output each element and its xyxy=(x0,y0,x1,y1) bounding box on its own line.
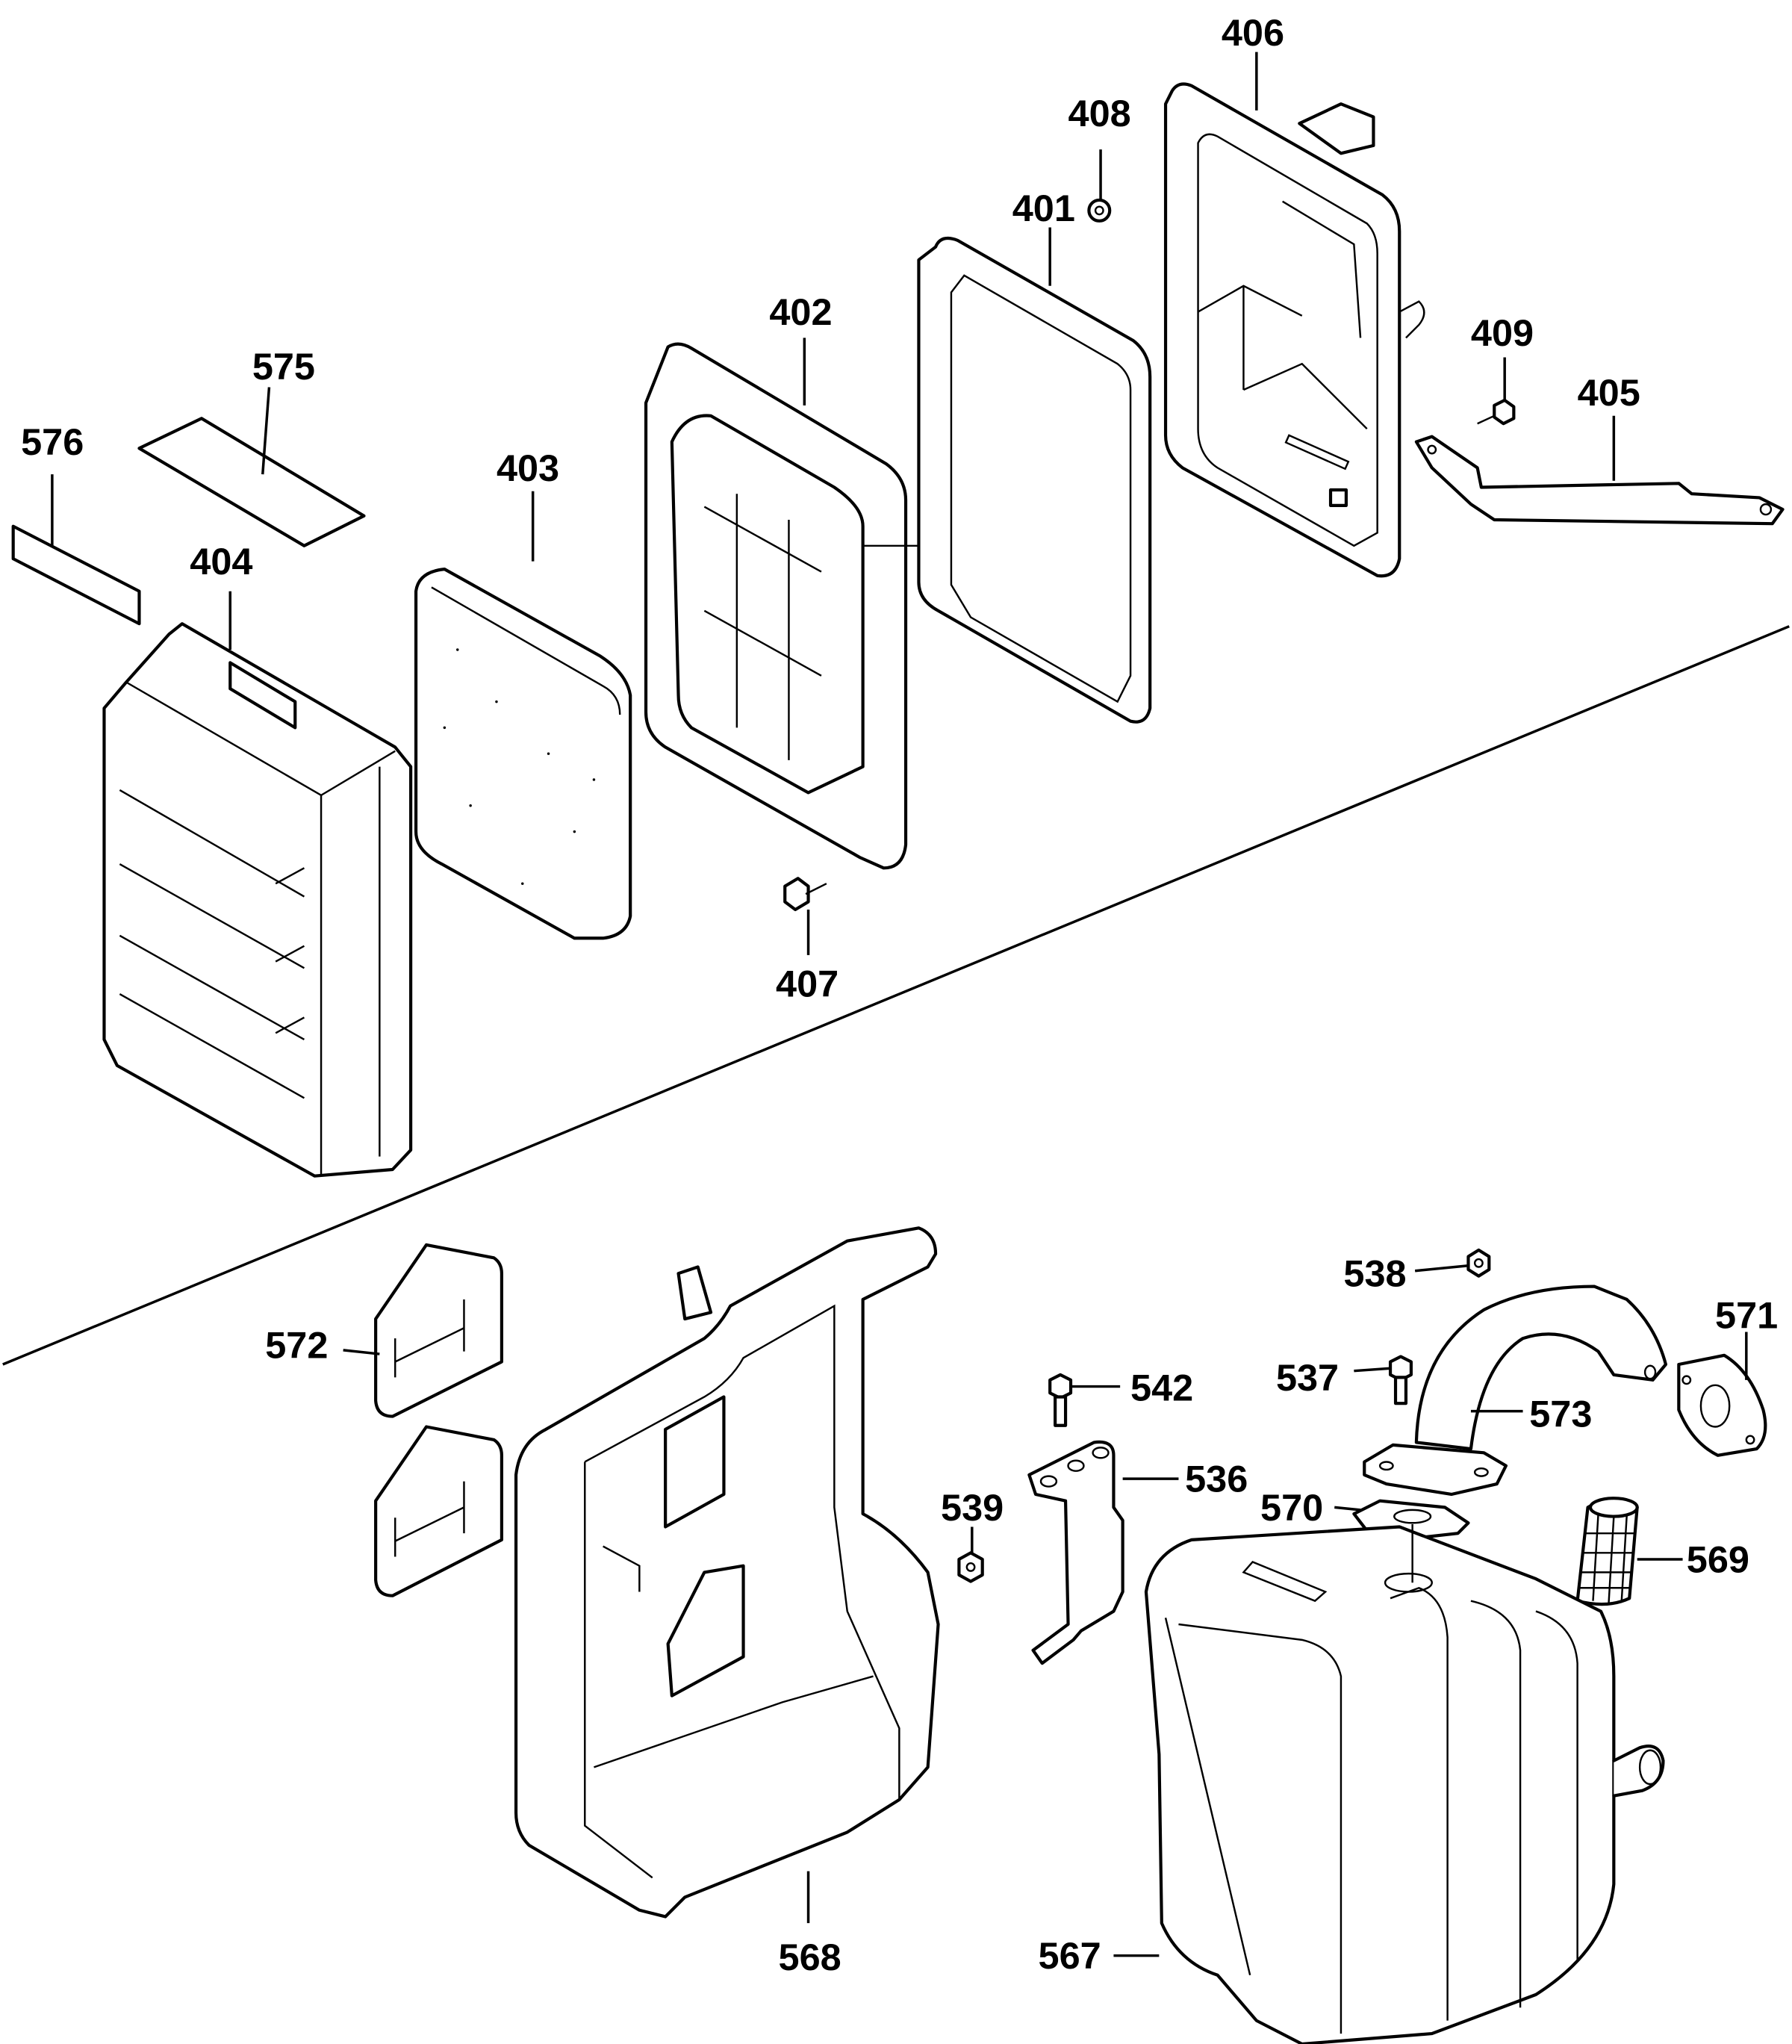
part-409-bolt[interactable] xyxy=(1477,398,1516,426)
label-575[interactable]: 575 xyxy=(252,345,315,388)
label-570[interactable]: 570 xyxy=(1260,1486,1323,1529)
label-404[interactable]: 404 xyxy=(190,540,252,583)
label-538[interactable]: 538 xyxy=(1343,1252,1406,1295)
label-576[interactable]: 576 xyxy=(21,420,84,463)
label-403[interactable]: 403 xyxy=(497,447,559,489)
leader-537 xyxy=(1354,1367,1391,1373)
label-408[interactable]: 408 xyxy=(1068,92,1131,134)
label-409[interactable]: 409 xyxy=(1471,311,1534,354)
part-403-foam-filter[interactable] xyxy=(414,568,632,940)
part-537-bolt[interactable] xyxy=(1388,1355,1413,1405)
section-divider-line xyxy=(2,625,1790,1366)
part-402-filter-frame[interactable] xyxy=(644,342,919,870)
part-538-nut[interactable] xyxy=(1466,1248,1491,1278)
part-576-sticker[interactable] xyxy=(11,524,141,626)
part-401-gasket[interactable] xyxy=(917,236,1152,724)
part-539-nut[interactable] xyxy=(957,1551,984,1583)
part-536-muffler-bracket[interactable] xyxy=(1027,1440,1124,1665)
part-542-bolt[interactable] xyxy=(1048,1373,1073,1427)
part-404-air-cleaner-cover[interactable] xyxy=(102,622,413,1178)
part-573-exhaust-pipe[interactable] xyxy=(1363,1285,1668,1497)
part-405-bracket[interactable] xyxy=(1414,435,1785,526)
part-567-muffler[interactable] xyxy=(1144,1524,1665,2044)
label-401[interactable]: 401 xyxy=(1012,187,1075,229)
leader-538 xyxy=(1414,1264,1469,1273)
label-536[interactable]: 536 xyxy=(1185,1458,1248,1500)
part-569-spark-arrester-screen[interactable] xyxy=(1575,1497,1639,1606)
part-572-heat-shield-plate[interactable] xyxy=(374,1243,504,1597)
label-567[interactable]: 567 xyxy=(1039,1934,1101,1977)
leader-575 xyxy=(261,387,271,475)
part-575-sticker[interactable] xyxy=(137,417,366,547)
label-405[interactable]: 405 xyxy=(1578,371,1640,414)
part-407-bolt[interactable] xyxy=(783,877,827,912)
label-571[interactable]: 571 xyxy=(1715,1293,1778,1336)
leader-570 xyxy=(1334,1506,1361,1512)
label-572[interactable]: 572 xyxy=(265,1323,328,1366)
part-408-nut[interactable] xyxy=(1087,198,1112,223)
label-406[interactable]: 406 xyxy=(1222,11,1284,54)
label-569[interactable]: 569 xyxy=(1687,1538,1749,1580)
label-539[interactable]: 539 xyxy=(941,1486,1004,1529)
label-402[interactable]: 402 xyxy=(769,291,832,333)
label-542[interactable]: 542 xyxy=(1130,1367,1193,1409)
label-537[interactable]: 537 xyxy=(1276,1356,1339,1399)
label-573[interactable]: 573 xyxy=(1529,1393,1592,1435)
part-571-exhaust-gasket[interactable] xyxy=(1677,1353,1767,1457)
part-406-air-cleaner-base[interactable] xyxy=(1163,82,1425,578)
label-568[interactable]: 568 xyxy=(779,1936,841,1978)
part-568-muffler-cover[interactable] xyxy=(514,1226,940,1919)
label-407[interactable]: 407 xyxy=(776,963,839,1005)
leader-572 xyxy=(343,1349,380,1355)
